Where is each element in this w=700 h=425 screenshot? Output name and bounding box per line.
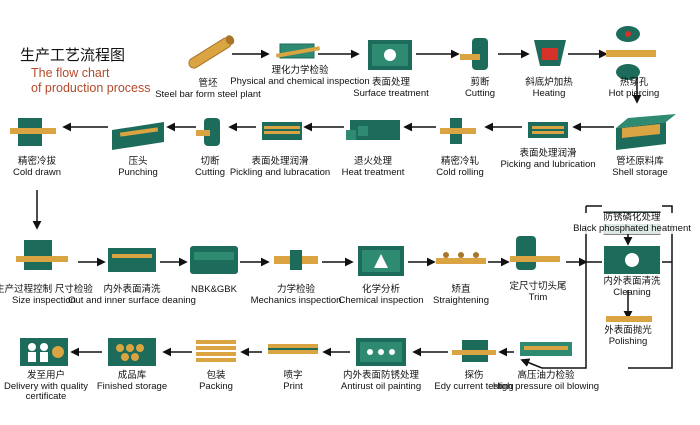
branch-bracket <box>542 205 673 369</box>
row1-arrows <box>232 49 642 104</box>
steel-bar-icon <box>188 35 235 69</box>
heating-furnace-icon <box>534 40 566 66</box>
eddy-current-icon <box>452 340 496 362</box>
packing-icon <box>196 340 236 362</box>
shell-storage-icon <box>616 114 676 150</box>
antirust-icon <box>356 338 406 366</box>
step-label-s17: NBK&GBK <box>191 284 237 295</box>
row2-arrows <box>32 122 614 230</box>
pickling-lubracation-icon <box>262 122 302 140</box>
hot-piercing-icon <box>606 26 656 80</box>
high-pressure-oil-icon <box>520 342 572 356</box>
mechanics-inspection-icon <box>274 250 318 270</box>
delivery-icon <box>20 338 68 366</box>
straightening-icon <box>436 252 486 264</box>
finished-storage-icon <box>108 338 156 366</box>
surface-treatment-icon <box>368 40 412 70</box>
title-en-line2: of production process <box>31 81 151 95</box>
title-cn: 生产工艺流程图 <box>20 47 126 64</box>
cutting-icon-2 <box>196 118 220 146</box>
bracket-right <box>628 205 673 369</box>
cleaning-icon <box>604 246 660 274</box>
cold-drawn-icon <box>10 118 56 146</box>
polishing-icon <box>606 316 652 322</box>
punching-icon <box>112 122 164 150</box>
cutting-icon <box>460 38 488 70</box>
chemical-inspection-icon <box>358 246 404 276</box>
row4-arrows <box>70 347 543 369</box>
title-en: The flow chart of production process <box>31 66 171 96</box>
row3-arrows <box>78 234 633 267</box>
nbk-gbk-icon <box>190 246 238 274</box>
heat-treatment-icon <box>346 120 400 140</box>
arrow-to-s25 <box>520 358 543 369</box>
print-icon <box>268 344 318 354</box>
physical-chemical-inspection-icon <box>275 43 321 59</box>
surface-cleaning-icon <box>108 248 156 272</box>
picking-lubrication-icon <box>528 122 568 138</box>
size-inspection-icon <box>16 240 68 270</box>
trim-icon <box>510 236 560 270</box>
bracket-left <box>542 206 587 369</box>
cold-rolling-icon <box>440 118 476 144</box>
title-en-line1: The flow chart <box>31 66 110 80</box>
